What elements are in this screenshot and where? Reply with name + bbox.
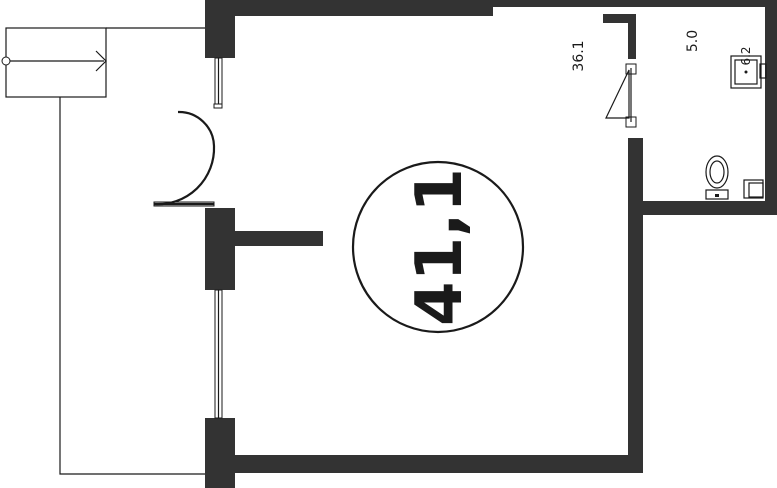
bathroom-area-label: 5.0 <box>685 30 701 52</box>
wall-pillar-bottom-left <box>205 418 235 488</box>
wall-right <box>765 0 777 215</box>
entry-door <box>153 103 223 207</box>
floor-drain <box>743 179 764 199</box>
wall-pillar-middle-left <box>205 208 235 290</box>
wall-bathroom-bottom <box>628 201 777 215</box>
wall-partition-cap <box>603 14 628 23</box>
main-area-marker: 41,1 <box>351 160 525 334</box>
wall-top-right <box>493 0 765 7</box>
walls <box>205 0 777 488</box>
wall-notch <box>772 98 777 106</box>
room-area-label: 36.1 <box>571 40 587 71</box>
toilet <box>705 155 729 200</box>
main-area-label: 41,1 <box>403 168 477 326</box>
wall-partition-upper <box>628 14 636 59</box>
wall-top-main <box>205 0 493 16</box>
entrance-marker <box>1 27 206 475</box>
wall-bottom <box>205 455 643 473</box>
wall-stub <box>232 231 323 246</box>
sink <box>730 55 767 89</box>
windows <box>214 57 223 419</box>
sink-label: 6.2 <box>739 46 753 65</box>
bathroom-door <box>605 63 637 128</box>
wall-partition-lower <box>628 138 643 473</box>
